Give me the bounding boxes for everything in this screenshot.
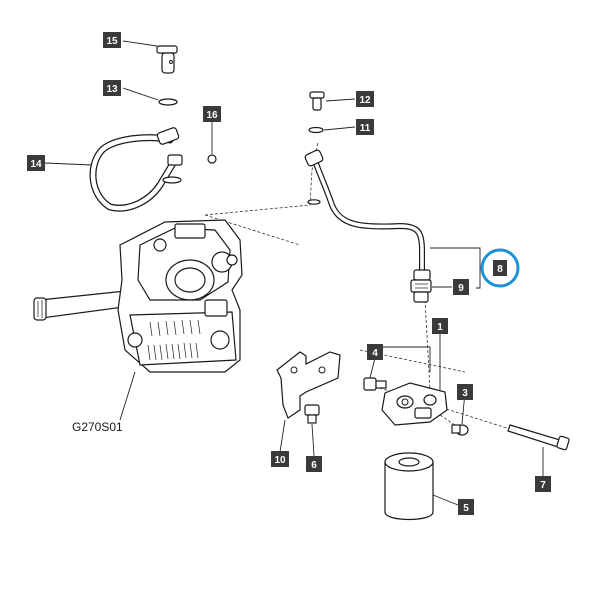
callout-13[interactable]: 13	[103, 80, 121, 96]
svg-text:6: 6	[311, 460, 317, 471]
svg-text:4: 4	[372, 348, 378, 359]
part-filter-head	[381, 382, 448, 426]
callout-3[interactable]: 3	[457, 384, 473, 400]
callout-12[interactable]: 12	[356, 91, 374, 107]
callout-9[interactable]: 9	[453, 279, 469, 295]
svg-text:10: 10	[274, 455, 286, 466]
assembly-label: G270S01	[72, 420, 123, 434]
part-bent-pipe	[89, 127, 183, 212]
part-filter-screw	[451, 424, 469, 436]
part-mounting-bracket	[276, 351, 341, 419]
assembly-dashed-lines	[204, 141, 546, 441]
part-head-bolt	[363, 377, 387, 391]
svg-text:1: 1	[437, 322, 443, 333]
svg-text:14: 14	[30, 159, 42, 170]
svg-text:9: 9	[458, 283, 464, 294]
highlight-ring	[480, 248, 520, 288]
callout-4[interactable]: 4	[367, 344, 383, 360]
part-pump-assembly	[33, 219, 243, 373]
part-sealing-washer-right	[307, 126, 324, 205]
callout-1[interactable]: 1	[432, 318, 448, 334]
part-small-bolt	[309, 91, 325, 111]
part-banjo-bolt	[156, 45, 178, 74]
callout-8[interactable]: 8	[480, 248, 520, 288]
part-fuel-pipe	[304, 149, 425, 273]
callout-16[interactable]: 16	[203, 106, 221, 122]
callout-6[interactable]: 6	[306, 456, 322, 472]
part-o-ring	[207, 154, 217, 164]
part-filter-cartridge	[384, 452, 434, 521]
svg-text:8: 8	[497, 264, 503, 275]
svg-text:3: 3	[462, 388, 468, 399]
svg-text:15: 15	[106, 36, 118, 47]
svg-text:7: 7	[540, 480, 546, 491]
svg-text:5: 5	[463, 503, 469, 514]
callout-15[interactable]: 15	[103, 32, 121, 48]
callout-10[interactable]: 10	[271, 451, 289, 467]
callout-7[interactable]: 7	[535, 476, 551, 492]
part-sealing-washer-upper	[158, 98, 178, 106]
part-long-bolt	[507, 424, 570, 451]
svg-text:13: 13	[106, 84, 118, 95]
part-union-fitting	[410, 269, 432, 303]
callout-11[interactable]: 11	[356, 119, 374, 135]
svg-text:16: 16	[206, 110, 218, 121]
leader-lines	[44, 40, 544, 506]
callout-5[interactable]: 5	[458, 499, 474, 515]
svg-text:11: 11	[360, 123, 371, 134]
svg-text:12: 12	[359, 95, 371, 106]
callout-14[interactable]: 14	[27, 155, 45, 171]
part-bracket-bolt	[304, 404, 320, 424]
